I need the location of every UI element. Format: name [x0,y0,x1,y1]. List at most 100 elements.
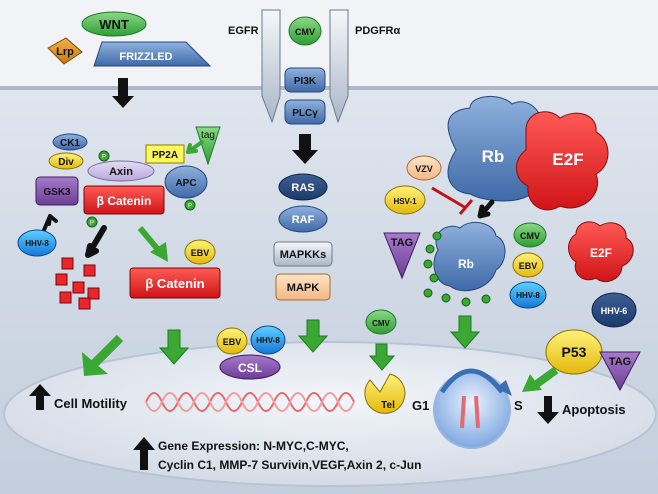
plcy-label: PLCγ [292,108,318,119]
lrp-label: Lrp [56,46,74,58]
hhv8-rb-label: HHV-8 [516,291,540,300]
pp2a-label: PP2A [152,150,178,161]
rb-small-label: Rb [458,257,474,271]
dna-helix-strand [145,392,355,412]
e2f-large-node[interactable]: E2F [516,111,609,211]
ebv-rb-label: EBV [519,261,538,271]
axin-label: Axin [109,166,133,178]
dna-helix [145,392,355,412]
tag-small-label: tag [201,130,215,141]
rb-large-label: Rb [482,147,505,166]
pi3k-label: PI3K [294,76,317,87]
beta-catenin-complex[interactable] [83,185,165,215]
pi3k-node[interactable] [284,67,326,93]
ebv-rb-node[interactable] [512,252,544,278]
cmv-top-node[interactable] [288,16,322,46]
apc-node[interactable] [164,165,208,199]
hhv8-nuc-node[interactable] [250,325,286,355]
egfr-label: EGFR [228,25,259,37]
gene-expression-up-arrow [133,437,155,470]
phospho-label: P [102,155,106,161]
tag-nuc-node[interactable] [599,351,641,392]
raf-node[interactable] [278,205,328,233]
frizzled-down-arrow [112,78,134,108]
s-label: S [514,398,523,413]
e2f-small-label: E2F [590,246,612,260]
hhv8-nuc-label: HHV-8 [256,336,280,345]
frizzled-receptor[interactable]: FRIZZLED [93,41,212,67]
tag-label: TAG [391,237,413,249]
tel-node[interactable] [364,373,406,414]
phospho-dot [98,150,110,162]
mapk-node[interactable] [275,273,331,301]
rb-phospho-sites [423,231,491,307]
tag-nuc-label: TAG [609,356,631,368]
hhv8-node[interactable] [17,229,57,257]
ebv-label: EBV [191,248,210,258]
e2f-large-label: E2F [552,150,583,169]
lrp-node[interactable]: Lrp [47,37,83,65]
phospho-dot [184,199,196,211]
beta-catenin-free[interactable] [129,267,221,299]
wnt-to-nucleus-arrowhead-left [82,352,108,376]
cmv-top-label: CMV [295,27,315,37]
beta-catenin-complex-label: β Catenin [97,194,152,208]
catenin-release-arrowhead [150,242,168,262]
div-node[interactable] [48,152,84,170]
cmv-nuc-node[interactable] [365,309,397,335]
gsk3-up-arrow [42,214,58,232]
plcy-node[interactable] [284,99,326,125]
wnt-to-nucleus-arrow-left [90,334,124,368]
cmv-rb-node[interactable] [513,222,547,248]
rb-pathway: Rb E2F VZV HSV-1 TAG Rb CMV EBV HHV-8 [383,96,634,349]
csl-node[interactable] [219,354,281,380]
rb-small-node[interactable]: Rb [433,221,506,292]
ebv-nuc-node[interactable] [216,327,248,355]
pp2a-node[interactable] [145,144,185,164]
hsv1-label: HSV-1 [393,197,417,206]
cmv-to-tel-arrow [368,343,396,371]
cell-motility-label: Cell Motility [54,396,128,411]
frizzled-label: FRIZZLED [119,51,172,63]
hsv1-node[interactable] [384,185,426,215]
egfr-receptor[interactable] [261,9,281,124]
phospho-dot [86,216,98,228]
cmv-nuc-label: CMV [372,319,390,328]
vzv-node[interactable] [406,155,442,181]
hhv6-node[interactable] [591,292,637,328]
pdgfra-label: PDGFRα [355,25,401,37]
ras-node[interactable] [278,173,328,201]
wnt-node[interactable] [81,11,147,37]
pdgfra-receptor[interactable] [329,9,349,124]
chromosome-icon [460,395,480,429]
cell-motility-up-arrow [29,384,51,410]
hhv8-rb-node[interactable] [509,281,547,309]
inhibition-bar [458,199,474,215]
rb-to-nucleus-arrow [449,315,481,349]
tag-node[interactable] [383,232,421,280]
vzv-label: VZV [415,164,433,174]
ras-label: RAS [291,182,314,194]
inhibition-line [431,186,467,210]
mapk-label: MAPK [287,282,319,294]
gsk3-node[interactable] [35,176,79,206]
ck1-node[interactable] [52,133,88,151]
axin-node[interactable] [87,160,155,182]
csl-label: CSL [238,361,262,375]
nuclear-events: Cell Motility EBV HHV-8 CSL CMV Tel Gene… [29,292,641,472]
e2f-small-node[interactable]: E2F [568,221,634,282]
cmv-rb-label: CMV [520,231,540,241]
ebv-node[interactable] [184,239,216,265]
phospho-label: P [188,204,192,210]
p53-label: P53 [562,344,587,360]
phospho-label: P [90,221,94,227]
mapkks-node[interactable] [273,241,333,267]
tag-to-pp2a-arrow [186,140,204,154]
ebv-nuc-label: EBV [223,337,242,347]
wnt-to-nucleus-arrow-center [158,329,190,365]
hhv8-label: HHV-8 [25,239,49,248]
tel-label: Tel [381,400,395,411]
tag-small-node[interactable] [195,126,221,166]
